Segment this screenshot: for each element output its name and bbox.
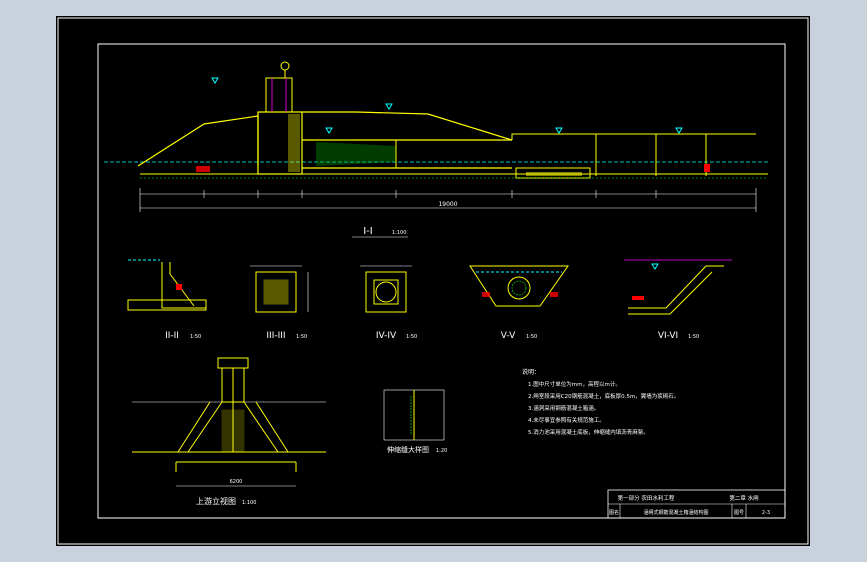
main-longitudinal-section (104, 61, 768, 212)
outer-frame (57, 17, 809, 545)
note-item: 2.闸室段采用C20钢筋混凝土，底板厚0.5m，翼墙为浆砌石。 (528, 392, 679, 400)
upstream-elevation-width: 6200 (230, 479, 243, 485)
section-4-label: IV-IV (376, 331, 397, 341)
section-4-scale: 1:50 (406, 334, 417, 340)
section-6-label: VI-VI (658, 331, 678, 341)
section-6-scale: 1:50 (688, 334, 699, 340)
note-item: 5.消力池采用混凝土底板，伸缩缝内填沥青麻絮。 (528, 428, 649, 436)
main-section-label: I-I (363, 226, 373, 237)
title-project: 第一部分 农田水利工程 (618, 494, 675, 502)
inner-frame (97, 43, 786, 519)
detail-scale: 1:20 (436, 448, 447, 454)
upstream-elevation-label: 上游立视图 (196, 496, 236, 506)
section-5-label: V-V (501, 331, 516, 341)
section-5-scale: 1:50 (526, 334, 537, 340)
section-2-scale: 1:50 (190, 334, 201, 340)
note-item: 3.涵洞采用钢筋混凝土箱涵。 (528, 404, 599, 412)
main-total-dimension: 19000 (438, 201, 457, 208)
section-6 (624, 259, 732, 315)
section-4 (360, 265, 412, 313)
title-part: 第二章 水闸 (729, 494, 758, 502)
main-section-scale: 1:100 (392, 230, 406, 236)
section-3 (250, 265, 309, 313)
note-item: 1.图中尺寸单位为mm，高程以m计。 (528, 380, 621, 388)
title-label-no: 图号 (734, 510, 744, 516)
section-5 (469, 265, 569, 307)
title-drawing-title: 涵闸式钢筋混凝土箱涵结构图 (643, 509, 708, 516)
section-3-scale: 1:50 (296, 334, 307, 340)
notes-heading: 说明： (522, 368, 540, 376)
expansion-joint-detail (383, 389, 445, 441)
upstream-elevation (132, 357, 326, 487)
note-item: 4.未尽事宜参照有关规范施工。 (528, 416, 605, 424)
title-block (607, 489, 786, 519)
cad-drawing: 19000 I-I 1:100 II-II 1:50 III-III 1:50 … (57, 17, 809, 545)
drawing-sheet: 19000 I-I 1:100 II-II 1:50 III-III 1:50 … (56, 16, 810, 546)
title-label-name: 图名 (609, 509, 619, 516)
section-3-label: III-III (266, 331, 285, 341)
title-drawing-no: 2-3 (762, 510, 770, 516)
detail-label: 伸缩缝大样图 (387, 445, 429, 454)
section-2-label: II-II (165, 331, 179, 341)
section-2 (127, 259, 207, 311)
upstream-elevation-scale: 1:100 (242, 500, 256, 506)
